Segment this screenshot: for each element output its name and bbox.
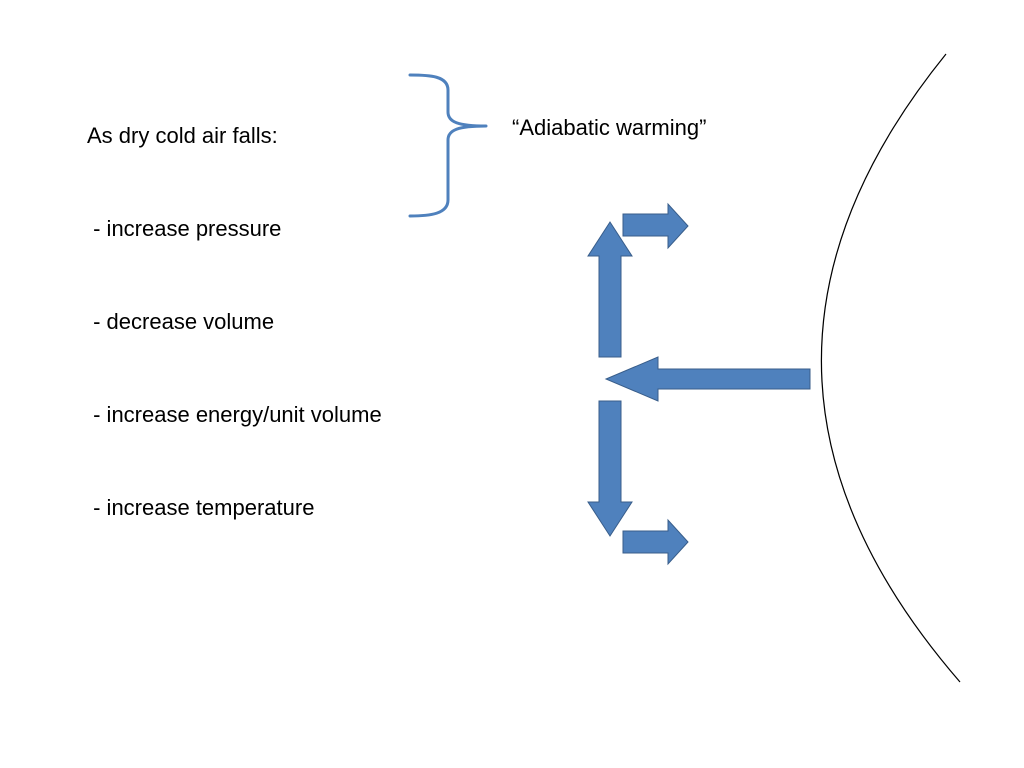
surface-curve (820, 53, 961, 683)
curly-bracket (408, 73, 488, 218)
down-arrow (587, 400, 633, 537)
effect-increase-temperature: - increase temperature (87, 495, 315, 520)
effect-increase-energy: - increase energy/unit volume (87, 402, 382, 427)
up-arrow (587, 221, 633, 358)
adiabatic-warming-label: “Adiabatic warming” (512, 115, 707, 140)
heading: As dry cold air falls: (87, 123, 278, 148)
left-arrow (604, 356, 811, 402)
lower-right-arrow (622, 518, 689, 566)
effect-decrease-volume: - decrease volume (87, 309, 275, 334)
upper-right-arrow (622, 202, 689, 250)
effect-increase-pressure: - increase pressure (87, 216, 282, 241)
effects-list: As dry cold air falls: - increase pressu… (87, 58, 382, 585)
